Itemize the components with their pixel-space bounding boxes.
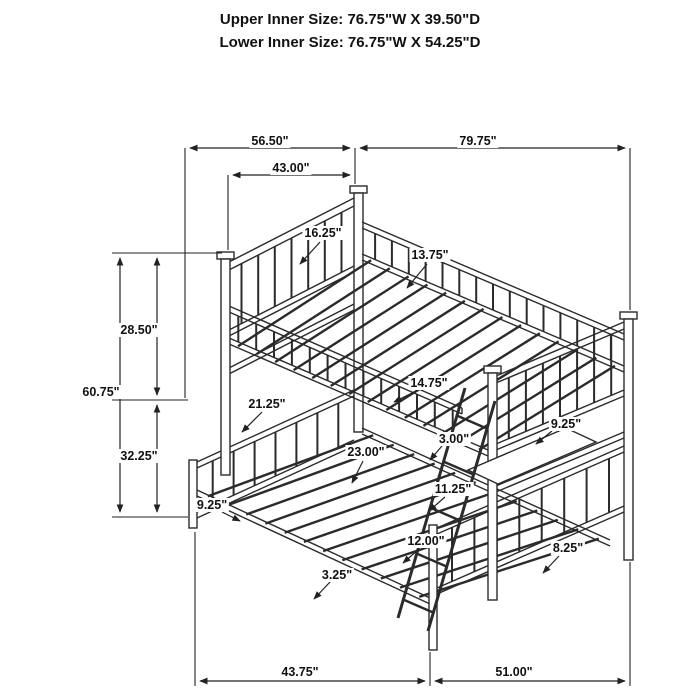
dim-3-25: 3.25" xyxy=(319,568,355,582)
dim-13-75: 13.75" xyxy=(409,248,451,262)
dim-21-25: 21.25" xyxy=(246,397,288,411)
clip-on-shelf xyxy=(466,427,598,485)
dim-79-75: 79.75" xyxy=(457,134,499,148)
dim-3-00: 3.00" xyxy=(436,432,472,446)
upper-mattress-slats xyxy=(237,259,616,451)
dim-11-25: 11.25" xyxy=(432,482,474,496)
dim-23-00: 23.00" xyxy=(345,445,387,459)
extension-lines xyxy=(112,148,631,686)
dim-51-00: 51.00" xyxy=(493,665,535,679)
dim-9-25-right: 9.25" xyxy=(548,417,584,431)
upper-footboard-slats xyxy=(507,334,613,439)
dimension-lines xyxy=(116,144,626,685)
dim-43-75: 43.75" xyxy=(279,665,321,679)
dim-14-75: 14.75" xyxy=(408,376,450,390)
ladder-rungs xyxy=(402,414,488,614)
dim-43-00: 43.00" xyxy=(270,161,312,175)
ladder xyxy=(396,387,497,632)
leader-arrows xyxy=(221,241,560,600)
dim-16-25: 16.25" xyxy=(302,226,344,240)
lower-inner-size-text: Lower Inner Size: 76.75"W X 54.25"D xyxy=(219,34,481,51)
front-posts xyxy=(188,251,502,651)
size-title-block: Upper Inner Size: 76.75"W X 39.50"D Lowe… xyxy=(0,8,700,54)
dim-8-25: 8.25" xyxy=(550,541,586,555)
dim-60-75: 60.75" xyxy=(80,385,122,399)
dim-12-00: 12.00" xyxy=(405,534,447,548)
dim-56-50: 56.50" xyxy=(249,134,291,148)
lower-headboard-slats xyxy=(211,403,340,505)
dim-9-25-left: 9.25" xyxy=(194,498,230,512)
upper-inner-size-text: Upper Inner Size: 76.75"W X 39.50"D xyxy=(219,11,481,28)
dim-28-50: 28.50" xyxy=(118,323,160,337)
dim-32-25: 32.25" xyxy=(118,449,160,463)
upper-headboard-slats xyxy=(240,212,343,324)
